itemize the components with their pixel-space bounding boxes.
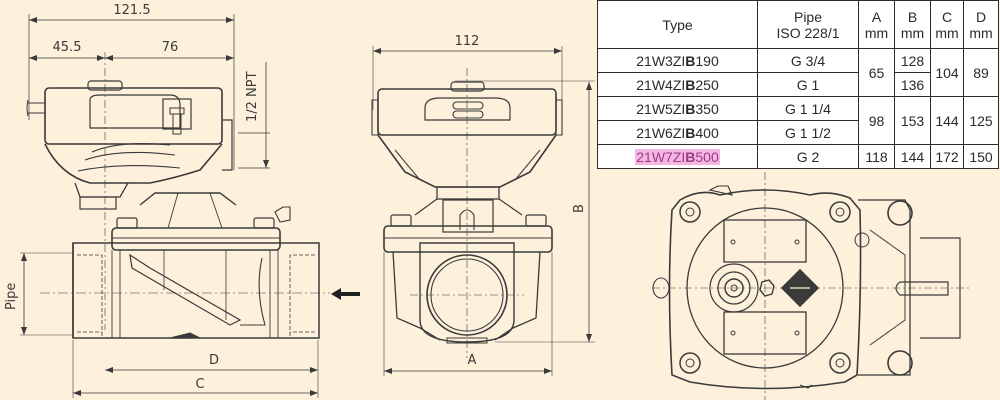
dim-port-size: 1/2 NPT bbox=[245, 71, 260, 122]
dim-left-offset: 45.5 bbox=[53, 40, 82, 55]
table-row: 21W5ZIB350 G 1 1/4 98 153 144 125 bbox=[597, 96, 999, 145]
cell-b: 144 bbox=[894, 144, 931, 169]
cell-pipe: G 1 1/2 bbox=[757, 120, 859, 145]
cell-a: 98 bbox=[858, 96, 895, 145]
dim-A: A bbox=[468, 353, 477, 368]
cell-c: 172 bbox=[930, 144, 964, 169]
cell-type: 21W7ZIB500 bbox=[597, 144, 758, 169]
dim-C: C bbox=[195, 377, 204, 392]
cell-pipe: G 3/4 bbox=[757, 48, 859, 73]
cell-pipe: G 2 bbox=[757, 144, 859, 169]
cell-c: 144 bbox=[930, 96, 964, 145]
cell-a: 118 bbox=[858, 144, 895, 169]
cell-b: 153 bbox=[894, 96, 931, 145]
side-view bbox=[20, 14, 330, 398]
dim-D: D bbox=[209, 353, 219, 368]
front-view bbox=[371, 46, 595, 376]
cell-b: 136 bbox=[894, 72, 931, 97]
header-pipe-line1: Pipe bbox=[793, 8, 823, 25]
cell-c: 104 bbox=[930, 48, 964, 97]
top-view bbox=[652, 172, 972, 400]
header-b-line1: B bbox=[907, 8, 918, 25]
header-c-line2: mm bbox=[935, 24, 959, 41]
header-c-line1: C bbox=[941, 8, 953, 25]
table-row: 21W3ZIB190 G 3/4 65 128 104 89 bbox=[597, 48, 999, 97]
cell-d: 125 bbox=[963, 96, 999, 145]
cell-pipe: G 1 1/4 bbox=[757, 96, 859, 121]
dim-overall-width: 121.5 bbox=[113, 3, 150, 18]
header-b-line2: mm bbox=[900, 24, 925, 41]
cell-d: 150 bbox=[963, 144, 999, 169]
cell-type: 21W5ZIB350 bbox=[597, 96, 758, 121]
header-a-line2: mm bbox=[864, 24, 889, 41]
header-pipe-line2: ISO 228/1 bbox=[776, 24, 840, 41]
cell-type: 21W3ZIB190 bbox=[597, 48, 758, 73]
table-row-highlighted: 21W7ZIB500 G 2 118 144 172 150 bbox=[597, 144, 999, 169]
dim-pipe: Pipe bbox=[4, 283, 19, 310]
cell-d: 89 bbox=[963, 48, 999, 97]
dim-B: B bbox=[572, 204, 587, 213]
cell-type: 21W4ZIB250 bbox=[597, 72, 758, 97]
dim-front-width: 112 bbox=[455, 34, 480, 49]
cell-b: 128 bbox=[894, 48, 931, 73]
dim-right-offset: 76 bbox=[162, 40, 179, 55]
cell-type: 21W6ZIB400 bbox=[597, 120, 758, 145]
header-a-line1: A bbox=[871, 8, 882, 25]
header-type: Type bbox=[597, 0, 758, 49]
table-row: 21W4ZIB250 G 1 136 bbox=[597, 72, 999, 97]
header-d-line1: D bbox=[975, 8, 987, 25]
flow-direction-arrow-icon bbox=[331, 288, 360, 300]
cell-pipe: G 1 bbox=[757, 72, 859, 97]
header-d-line2: mm bbox=[969, 24, 993, 41]
cell-a: 65 bbox=[858, 48, 895, 97]
highlighted-type: 21W7ZIB500 bbox=[635, 148, 720, 165]
